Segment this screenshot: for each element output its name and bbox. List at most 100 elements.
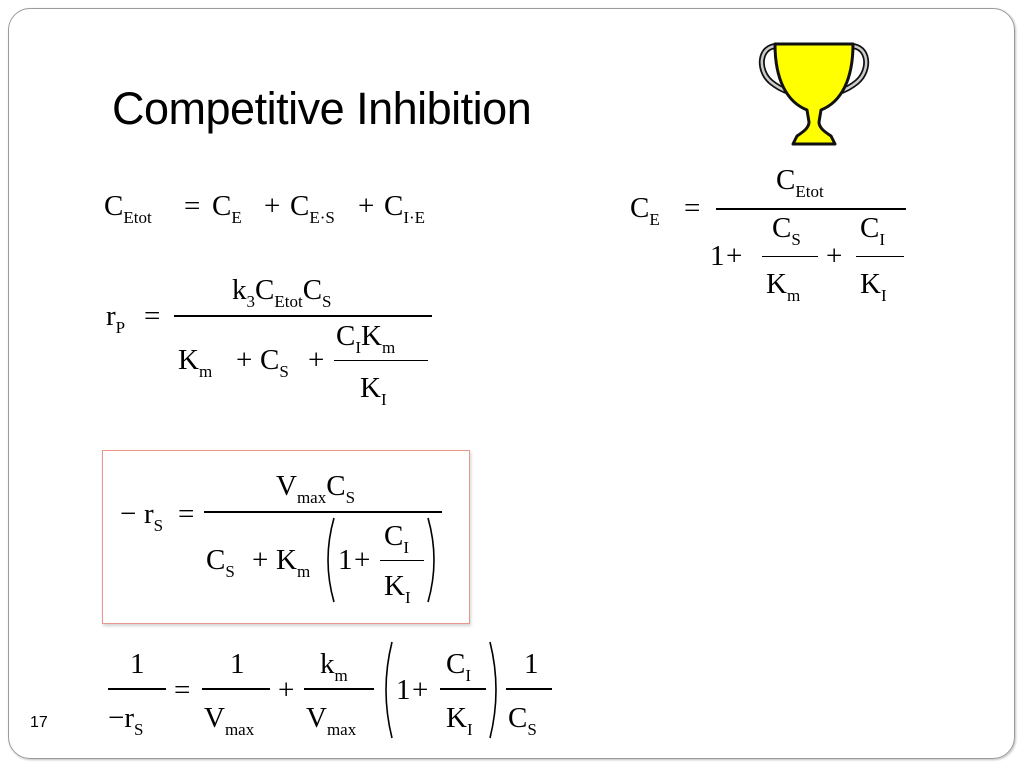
var-k: K <box>384 570 405 602</box>
subscript: S <box>134 720 144 739</box>
subscript: m <box>334 666 348 685</box>
var-r: r <box>106 300 116 332</box>
subscript: S <box>225 562 235 581</box>
subscript: S <box>322 292 332 311</box>
var-r: r <box>124 702 135 734</box>
var-k: K <box>360 372 381 404</box>
plus-sign: + <box>308 344 325 376</box>
subscript: I <box>404 588 411 607</box>
equation-lineweaver-burk: 1 −rS = 1 Vmax + km Vmax 1 + CI KI 1 CS <box>104 641 564 744</box>
var-c: C <box>336 320 356 352</box>
minus-sign: − <box>120 498 137 530</box>
subscript: E <box>231 208 242 227</box>
var-k: K <box>860 268 881 300</box>
fraction-bar <box>334 360 428 361</box>
subscript: 3 <box>246 292 256 311</box>
fraction-bar <box>174 315 432 317</box>
right-parenthesis <box>489 641 497 739</box>
equation-product-rate: rP = k3CEtotCS Km + CS + CIKm KI <box>104 272 444 417</box>
number-one: 1 <box>710 240 725 272</box>
equation-substrate-rate: − rS = VmaxCS CS + Km 1 + CI KI <box>118 466 458 616</box>
subscript: S <box>153 516 164 535</box>
fraction-bar <box>762 256 818 257</box>
slide-title: Competitive Inhibition <box>112 83 532 134</box>
equals-sign: = <box>144 300 161 332</box>
var-k: k <box>232 274 247 306</box>
var-k: K <box>276 544 297 576</box>
slide-frame <box>8 8 1015 759</box>
var-k: K <box>446 702 467 734</box>
var-k: K <box>178 344 199 376</box>
subscript: Etot <box>123 208 152 227</box>
plus-sign: + <box>252 544 269 576</box>
number-one: 1 <box>130 648 145 680</box>
number-one: 1 <box>396 674 411 706</box>
subscript: I <box>380 390 387 409</box>
equation-free-enzyme: CE = CEtot 1 + CS Km + CI KI <box>630 166 920 316</box>
var-r: r <box>144 498 154 530</box>
subscript: Etot <box>795 182 824 201</box>
subscript: P <box>115 318 126 337</box>
fraction-bar <box>716 208 906 210</box>
var-c: C <box>290 190 310 222</box>
subscript: m <box>381 338 396 357</box>
minus-sign: − <box>108 702 125 734</box>
subscript: I <box>880 286 887 305</box>
equals-sign: = <box>184 190 201 222</box>
left-parenthesis <box>327 517 335 603</box>
var-c: C <box>384 190 404 222</box>
right-parenthesis <box>427 517 435 603</box>
equals-sign: = <box>174 674 191 706</box>
fraction-bar <box>440 688 486 690</box>
subscript: m <box>786 286 801 305</box>
var-k: K <box>361 320 382 352</box>
var-c: C <box>255 274 275 306</box>
var-c: C <box>212 190 232 222</box>
subscript: S <box>791 230 801 249</box>
equals-sign: = <box>684 192 701 224</box>
plus-sign: + <box>354 544 371 576</box>
var-v: V <box>204 702 225 734</box>
trophy-icon <box>759 42 869 146</box>
var-k: K <box>766 268 787 300</box>
fraction-bar <box>304 688 374 690</box>
subscript: I <box>879 230 886 249</box>
var-c: C <box>508 702 528 734</box>
subscript: I <box>465 666 472 685</box>
plus-sign: + <box>236 344 253 376</box>
subscript: I <box>466 720 473 739</box>
subscript: I·E <box>403 208 426 227</box>
plus-sign: + <box>278 674 295 706</box>
plus-sign: + <box>726 240 743 272</box>
subscript: E·S <box>309 208 335 227</box>
subscript: max <box>224 720 255 739</box>
subscript: m <box>296 562 311 581</box>
subscript: S <box>279 362 289 381</box>
var-c: C <box>860 212 880 244</box>
plus-sign: + <box>264 190 281 222</box>
subscript: m <box>198 362 213 381</box>
equation-mass-balance: CEtot = CE + CE·S + CI·E <box>104 192 444 232</box>
fraction-bar <box>204 511 442 513</box>
subscript: max <box>326 720 357 739</box>
var-c: C <box>446 648 466 680</box>
plus-sign: + <box>412 674 429 706</box>
var-c: C <box>384 520 404 552</box>
slide-number: 17 <box>30 714 48 731</box>
var-c: C <box>326 470 346 502</box>
var-c: C <box>630 192 650 224</box>
var-c: C <box>776 164 796 196</box>
plus-sign: + <box>826 240 843 272</box>
subscript: I <box>355 338 362 357</box>
fraction-bar <box>380 560 424 561</box>
subscript: Etot <box>274 292 303 311</box>
subscript: I <box>403 538 410 557</box>
var-c: C <box>772 212 792 244</box>
equals-sign: = <box>178 498 195 530</box>
var-c: C <box>302 274 323 306</box>
var-v: V <box>306 702 327 734</box>
var-c: C <box>206 544 226 576</box>
number-one: 1 <box>338 544 353 576</box>
subscript: E <box>649 210 660 229</box>
fraction-bar <box>108 688 166 690</box>
